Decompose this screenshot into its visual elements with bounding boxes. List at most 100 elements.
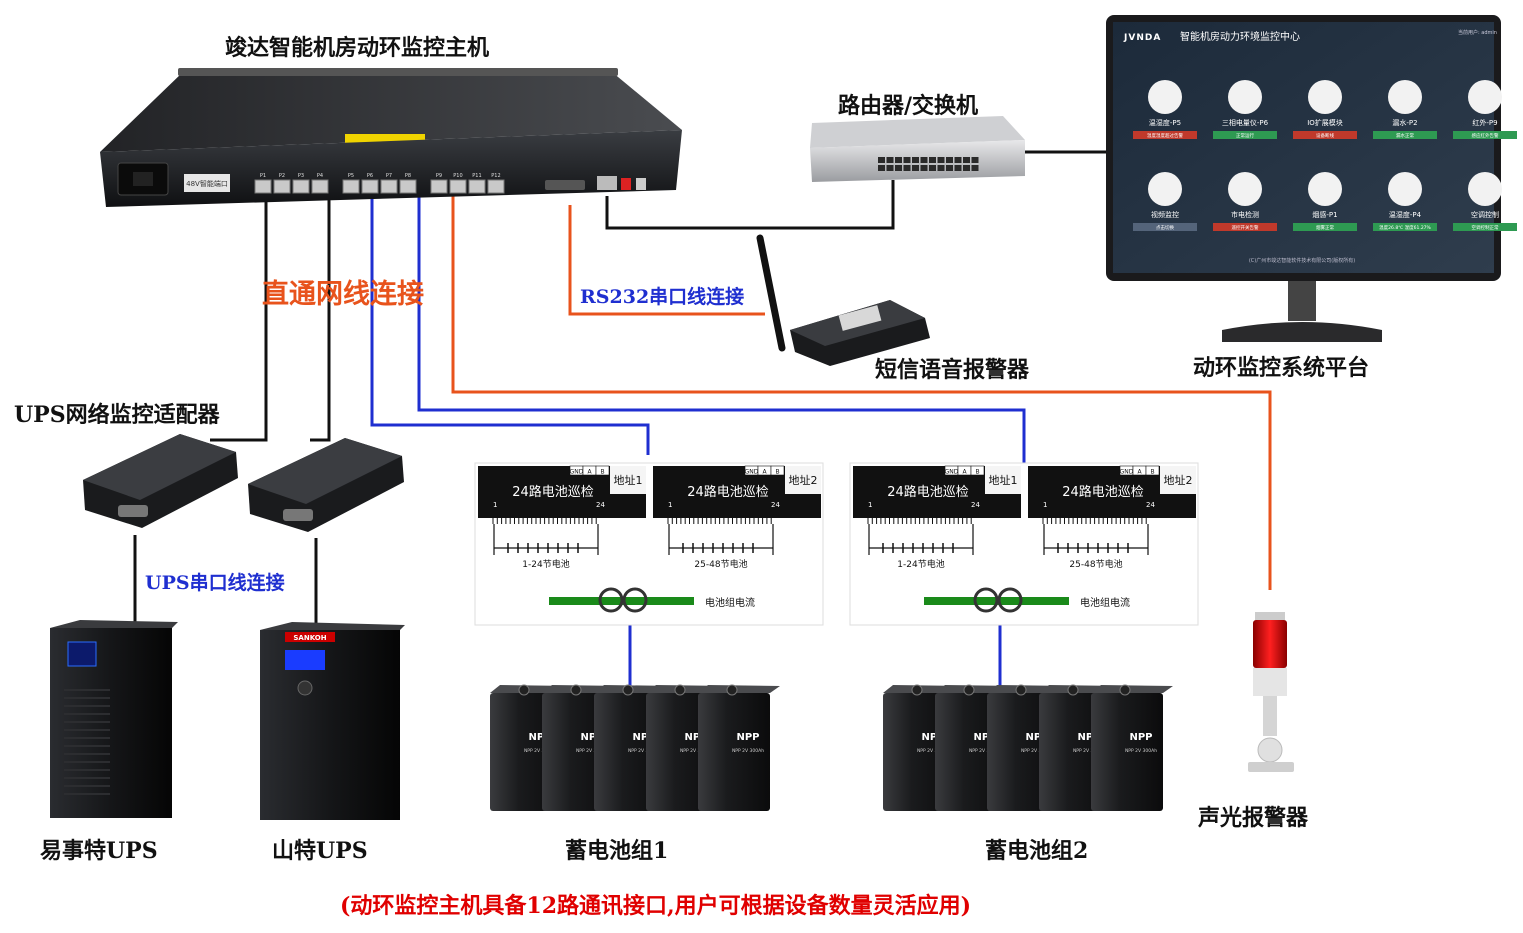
module-tick-start: 1 <box>1043 501 1047 509</box>
host-port-P7 <box>380 179 398 194</box>
battery-brand: NPP <box>1077 732 1100 743</box>
battery-model: NPP 2V 300Ah <box>628 748 660 754</box>
monitor-screen <box>1113 22 1494 273</box>
switch-port <box>963 157 970 163</box>
tile-status-bar <box>1133 223 1197 231</box>
tile-status: 烟雾正常 <box>1316 224 1334 231</box>
tile-status-bar <box>1133 131 1197 139</box>
ups2-brand: SANKOH <box>293 634 326 642</box>
battery-model: NPP 2V 300Ah <box>1125 748 1157 754</box>
platform-label: 动环监控系统平台 <box>1193 355 1370 381</box>
tile-icon <box>1468 80 1502 114</box>
rs232-label: RS232串口线连接 <box>580 286 745 308</box>
module-pin: GND <box>745 469 759 476</box>
switch-port <box>912 165 919 171</box>
battery-brand: NPP <box>1025 732 1048 743</box>
tile-status-bar <box>1213 223 1277 231</box>
host-port-label-P6: P6 <box>367 173 373 179</box>
module-pin: B <box>775 469 779 476</box>
host-port-label-P8: P8 <box>405 173 411 179</box>
module-pin: GND <box>1120 469 1134 476</box>
battery-model: NPP 2V 300Ah <box>1073 748 1105 754</box>
module-tick-end: 24 <box>596 501 605 509</box>
tile-icon <box>1308 172 1342 206</box>
tile-name: 温湿度-P5 <box>1149 118 1181 127</box>
tile-status-bar <box>1453 131 1517 139</box>
module-title: 24路电池巡检 <box>1062 484 1144 500</box>
monitor-tile[interactable]: 三相电量仪-P6 正常运行 <box>1213 80 1277 139</box>
module-range: 1-24节电池 <box>897 558 944 570</box>
cable-host-to-battery-module-2 <box>417 196 1026 463</box>
tile-status: 遥控开关告警 <box>1232 224 1259 231</box>
module-address: 地址1 <box>614 473 643 487</box>
tile-icon <box>1228 172 1262 206</box>
host-port-P1 <box>254 179 272 194</box>
switch-port <box>929 157 936 163</box>
module-pin: A <box>762 469 767 476</box>
host-port-P5 <box>342 179 360 194</box>
sms-alarm-label: 短信语音报警器 <box>875 357 1030 383</box>
switch-port <box>903 165 911 171</box>
tile-name: 三相电量仪-P6 <box>1222 118 1269 127</box>
router-label: 路由器/交换机 <box>838 93 979 119</box>
host-port-P10 <box>449 179 467 194</box>
module-address: 地址1 <box>989 473 1018 487</box>
module-tick-end: 24 <box>1146 501 1155 509</box>
module-tick-start: 1 <box>493 501 497 509</box>
module-range: 25-48节电池 <box>694 558 747 570</box>
module-pin: B <box>600 469 604 476</box>
host-port-P3 <box>292 179 310 194</box>
alarm-label: 声光报警器 <box>1198 805 1309 831</box>
tile-status-bar <box>1293 223 1357 231</box>
tile-name: 红外-P9 <box>1472 118 1497 127</box>
module-pin: GND <box>945 469 959 476</box>
battery-brand: NPP <box>528 732 551 743</box>
host-port-label-P4: P4 <box>317 173 323 179</box>
tile-name: IO扩展模块 <box>1307 118 1343 127</box>
bank2-label: 蓄电池组2 <box>985 838 1089 864</box>
monitor-user: 当前用户: admin <box>1458 29 1497 36</box>
host-port-label-P2: P2 <box>279 173 285 179</box>
battery-model: NPP 2V 300Ah <box>576 748 608 754</box>
host-port-label-P1: P1 <box>260 173 266 179</box>
ups-adapter-2 <box>248 438 404 532</box>
cables <box>133 150 1272 688</box>
ups-adapter-1 <box>83 434 238 528</box>
sound-light-alarm <box>1248 612 1294 772</box>
current-label: 电池组电流 <box>1080 596 1130 609</box>
host-title: 竣达智能机房动环监控主机 <box>225 35 490 61</box>
module-title: 24路电池巡检 <box>687 484 769 500</box>
tile-status-bar <box>1293 131 1357 139</box>
ups-unit-2: SANKOH <box>260 622 405 820</box>
switch-port <box>912 157 919 163</box>
host-port-P12 <box>487 179 505 194</box>
lan-port <box>597 176 617 190</box>
switch-port <box>971 157 979 163</box>
tile-status-bar <box>1373 131 1437 139</box>
module-pin: A <box>962 469 967 476</box>
monitor-logo: JVNDA <box>1123 33 1161 43</box>
battery-brand: NPP <box>973 732 996 743</box>
battery-model: NPP 2V 300Ah <box>732 748 764 754</box>
ups2-label: 山特UPS <box>272 838 368 864</box>
battery-brand: NPP <box>921 732 944 743</box>
tile-status: 正常运行 <box>1236 132 1254 139</box>
tile-status: 漏水正常 <box>1396 132 1414 139</box>
footer-note: (动环监控主机具备12路通讯接口,用户可根据设备数量灵活应用) <box>340 893 972 919</box>
